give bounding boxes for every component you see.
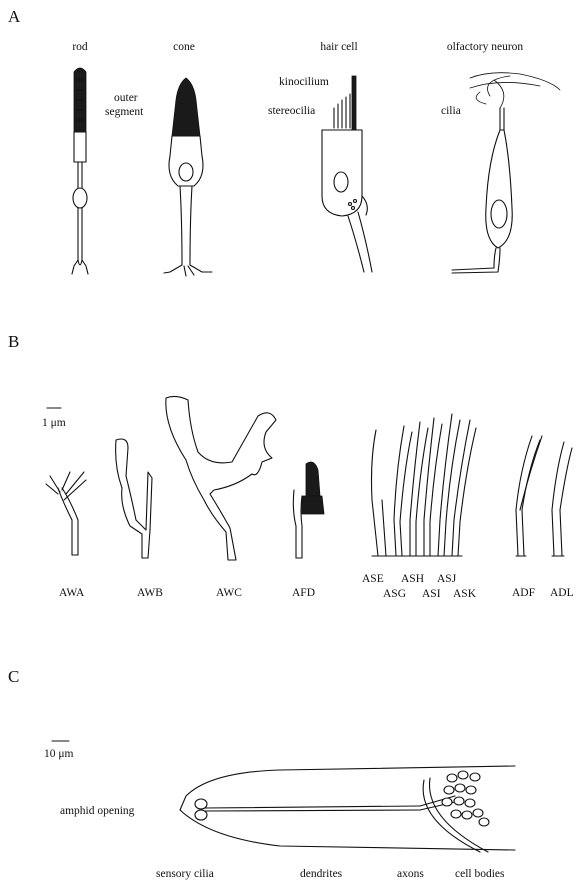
stereocilia-label: stereocilia: [268, 105, 315, 117]
amphid-channel-neurons-drawing: [372, 414, 477, 556]
adf-adl-neurons-drawing: [516, 436, 572, 556]
hair-cell-title: hair cell: [320, 41, 357, 53]
cell-bodies-label: cell bodies: [455, 868, 505, 880]
awb-neuron-drawing: [116, 439, 152, 558]
panel-b-letter: B: [8, 332, 19, 351]
asj-label: ASJ: [437, 573, 457, 585]
ask-label: ASK: [453, 588, 477, 600]
cilia-label: cilia: [441, 105, 461, 117]
rod-title: rod: [72, 41, 88, 53]
outer-segment-label-line2: segment: [105, 106, 144, 118]
hair-cell-drawing: [322, 76, 372, 272]
adf-label: ADF: [512, 587, 535, 599]
awc-neuron-drawing: [166, 396, 276, 560]
awb-label: AWB: [137, 587, 163, 599]
axons-label: axons: [397, 868, 424, 880]
ash-label: ASH: [401, 573, 424, 585]
panel-a-letter: A: [8, 7, 21, 26]
awa-label: AWA: [59, 587, 85, 599]
dendrites-label: dendrites: [300, 868, 343, 880]
awa-neuron-drawing: [46, 472, 86, 555]
cone-title: cone: [173, 41, 195, 53]
amphid-opening-label: amphid opening: [60, 805, 135, 817]
rod-cell-drawing: [72, 68, 88, 274]
panel-c-scale-label: 10 μm: [44, 748, 74, 760]
asi-label: ASI: [422, 588, 441, 600]
cell-bodies-cluster: [442, 771, 489, 826]
afd-label: AFD: [292, 587, 315, 599]
worm-head-drawing: [180, 766, 515, 852]
cone-cell-drawing: [164, 78, 212, 276]
afd-neuron-drawing: [293, 462, 324, 558]
awc-label: AWC: [216, 587, 242, 599]
olfactory-neuron-drawing: [452, 73, 560, 273]
outer-segment-label-line1: outer: [114, 92, 138, 104]
panel-b-scale-label: 1 μm: [42, 417, 66, 429]
panel-c-letter: C: [8, 667, 19, 686]
kinocilium-label: kinocilium: [279, 76, 329, 88]
asg-label: ASG: [383, 588, 406, 600]
ase-label: ASE: [362, 573, 384, 585]
sensory-cilia-label: sensory cilia: [156, 868, 214, 880]
adl-label: ADL: [550, 587, 574, 599]
olfactory-neuron-title: olfactory neuron: [447, 41, 524, 53]
